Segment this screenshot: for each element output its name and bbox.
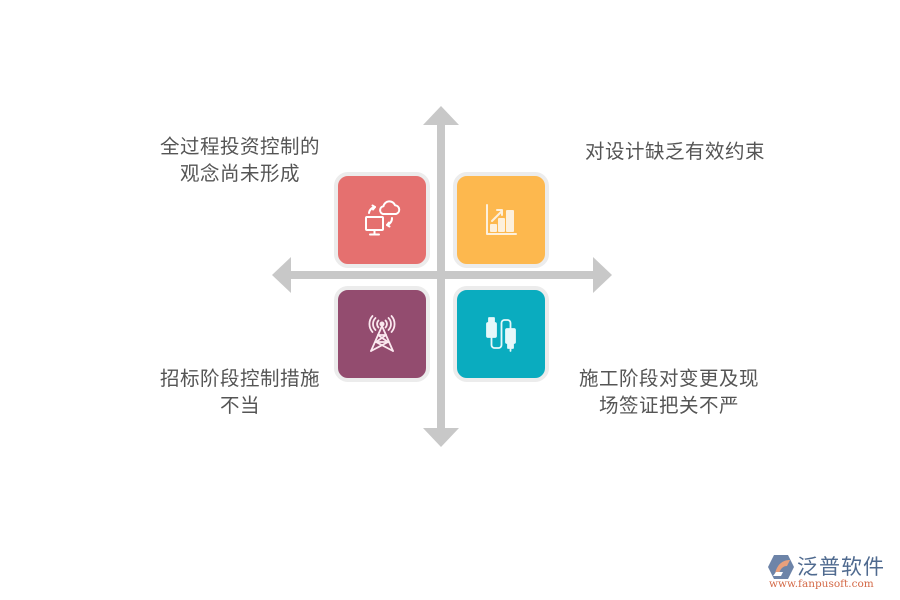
arrow-up-icon: [423, 106, 459, 125]
quadrant-label-bottom-right: 施工阶段对变更及现 场签证把关不严: [556, 365, 782, 419]
label-line: 不当: [219, 394, 260, 417]
fanpu-logo-icon: [768, 555, 794, 579]
label-line: 对设计缺乏有效约束: [584, 140, 765, 163]
quadrant-label-top-left: 全过程投资控制的 观念尚未形成: [140, 133, 340, 187]
brand-logo: 泛普软件 www.fanpusoft.com: [763, 552, 893, 592]
quadrant-tile-bottom-right: [453, 286, 549, 382]
arrow-right-icon: [593, 257, 612, 293]
label-line: 招标阶段控制措施: [159, 367, 320, 390]
signal-tower-icon: [368, 315, 396, 352]
label-line: 全过程投资控制的: [159, 135, 320, 158]
quadrant-label-top-right: 对设计缺乏有效约束: [562, 138, 788, 165]
computer-cloud-sync-icon: [365, 200, 401, 236]
arrow-down-icon: [423, 428, 459, 447]
quadrant-tile-top-right: [453, 172, 549, 268]
brand-name: 泛普软件: [797, 555, 885, 579]
quadrant-tile-bottom-left: [334, 286, 430, 382]
label-line: 观念尚未形成: [179, 162, 300, 185]
horizontal-axis: [285, 271, 597, 279]
label-line: 施工阶段对变更及现: [578, 367, 759, 390]
usb-cable-icon: [486, 317, 516, 352]
quadrant-tile-top-left: [334, 172, 430, 268]
arrow-left-icon: [272, 257, 291, 293]
brand-url: www.fanpusoft.com: [769, 578, 874, 590]
label-line: 场签证把关不严: [598, 394, 739, 417]
bar-chart-growth-icon: [486, 204, 517, 235]
quadrant-label-bottom-left: 招标阶段控制措施 不当: [140, 365, 340, 419]
